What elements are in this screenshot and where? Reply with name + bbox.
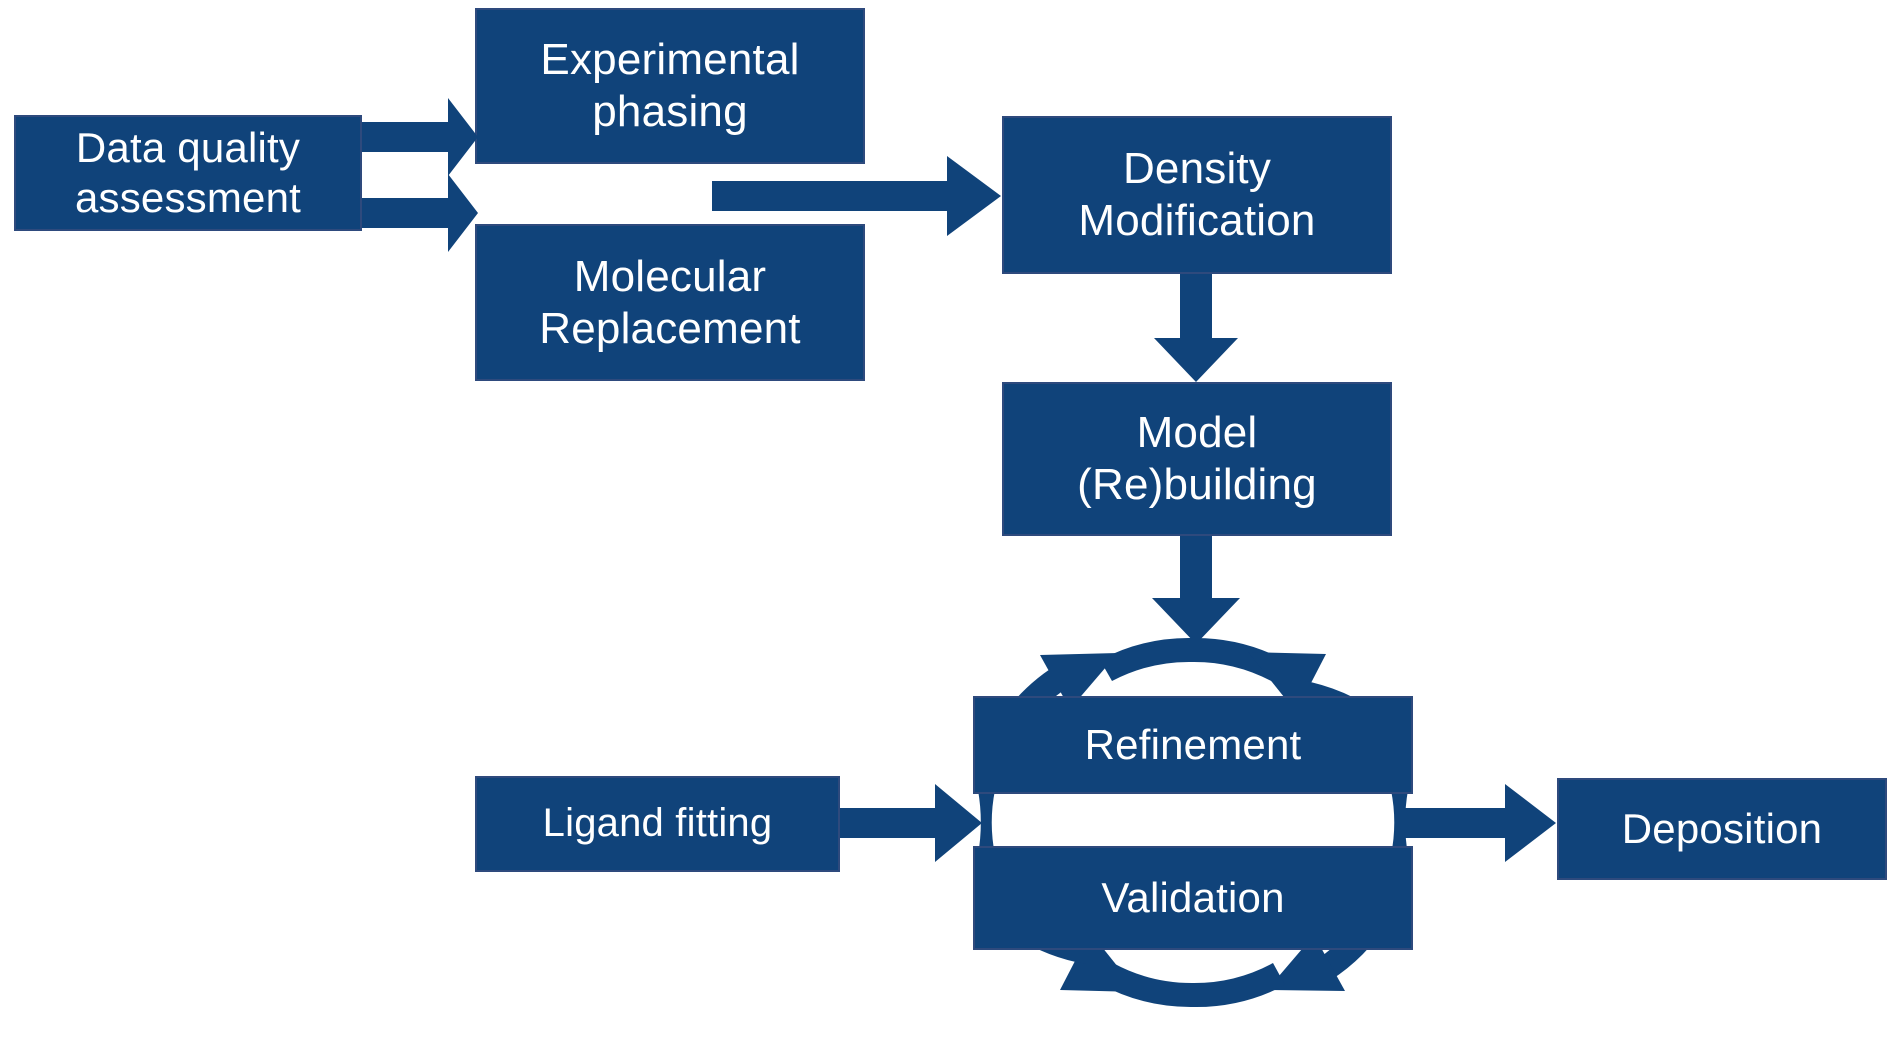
arrow-ligand-fitting-to-refinement [840, 784, 982, 862]
node-label: Experimental phasing [540, 35, 800, 136]
node-label: Density Modification [1078, 144, 1316, 245]
node-label: Deposition [1621, 805, 1823, 853]
cycle-arc-bottom-right-2 [1193, 963, 1285, 1008]
node-label: Ligand fitting [542, 801, 773, 846]
arrow-density-to-model-rebuilding [1154, 274, 1238, 382]
node-label: Data quality assessment [74, 124, 302, 221]
node-validation[interactable]: Validation [973, 846, 1413, 950]
node-refinement[interactable]: Refinement [973, 696, 1413, 794]
node-label: Refinement [1084, 721, 1302, 769]
node-density-modification[interactable]: Density Modification [1002, 116, 1392, 274]
arrow-model-rebuilding-to-refinement [1152, 536, 1240, 644]
arrow-data-quality-to-molecular [362, 174, 478, 252]
node-model-rebuilding[interactable]: Model (Re)building [1002, 382, 1392, 536]
node-data-quality-assessment[interactable]: Data quality assessment [14, 115, 362, 231]
node-label: Model (Re)building [1077, 408, 1317, 509]
cycle-arc-bottom-left [1100, 963, 1193, 1008]
cycle-arc-top-left-2 [1100, 637, 1193, 681]
node-molecular-replacement[interactable]: Molecular Replacement [475, 224, 865, 381]
node-label: Validation [1101, 874, 1285, 922]
node-ligand-fitting[interactable]: Ligand fitting [475, 776, 840, 872]
cycle-arc-top-right [1193, 637, 1286, 682]
node-label: Molecular Replacement [539, 251, 801, 353]
node-deposition[interactable]: Deposition [1557, 778, 1887, 880]
node-experimental-phasing[interactable]: Experimental phasing [475, 8, 865, 164]
arrow-data-quality-to-experimental [362, 98, 478, 176]
arrow-cycle-to-deposition [1404, 784, 1556, 862]
